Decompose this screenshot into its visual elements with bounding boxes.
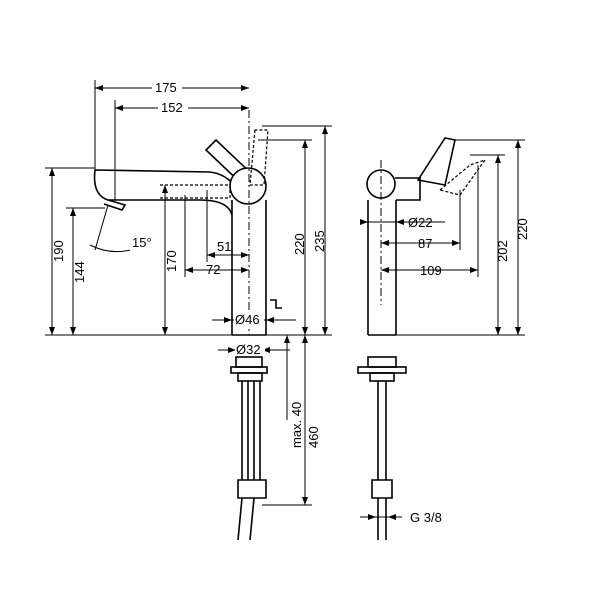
dim-460-label: 460 (306, 426, 321, 448)
arrow (228, 347, 236, 353)
arrow (495, 327, 501, 335)
arrow (515, 140, 521, 148)
dim-152-label: 152 (161, 100, 183, 115)
arrow (266, 317, 274, 323)
arrow (241, 85, 249, 91)
front-view: Ø22 87 109 202 220 G 3/8 (357, 137, 530, 540)
dim-202-label: 202 (495, 240, 510, 262)
angle-line (94, 204, 109, 251)
label-bg (235, 342, 265, 356)
arrow (162, 327, 168, 335)
arrow (360, 219, 368, 225)
arrow (368, 514, 376, 520)
arrow (262, 347, 270, 353)
arrow (70, 208, 76, 216)
lever-open-position (249, 129, 269, 186)
arrow (396, 219, 404, 225)
dim-190-label: 190 (51, 240, 66, 262)
arrow (241, 105, 249, 111)
mounting-nut (235, 356, 263, 368)
supply-hoses (241, 381, 261, 480)
arrow (302, 140, 308, 148)
front-mounting-washer (357, 366, 407, 374)
front-hose-ends (377, 498, 387, 540)
arrow (207, 252, 215, 258)
arrow (388, 514, 396, 520)
dim-72-label: 72 (206, 262, 220, 277)
faucet-body (231, 200, 267, 335)
arrow (381, 240, 389, 246)
arrow (322, 327, 328, 335)
arrow (115, 105, 123, 111)
hose-fittings (237, 479, 267, 499)
lever-alt-position (160, 184, 231, 199)
front-lever-open (438, 158, 487, 196)
arrow (302, 335, 308, 343)
dim-51-label: 51 (217, 239, 231, 254)
dim-144-label: 144 (72, 261, 87, 283)
angle-arc (89, 244, 131, 253)
dim-109-label: 109 (420, 263, 442, 278)
arrow (224, 317, 232, 323)
arrow (470, 267, 478, 273)
front-mounting-bracket (369, 372, 395, 382)
front-hoses (377, 381, 387, 480)
dim-d22-label: Ø22 (408, 215, 433, 230)
arrow (241, 267, 249, 273)
arrow (452, 240, 460, 246)
arrow (162, 185, 168, 193)
dim-220l-label: 220 (292, 233, 307, 255)
lever-hub (229, 167, 267, 205)
arrow (185, 267, 193, 273)
arrow (49, 168, 55, 176)
dim-170-label: 170 (164, 250, 179, 272)
arrow (302, 327, 308, 335)
front-hose-fittings (371, 479, 393, 499)
angle-label: 15° (132, 235, 152, 250)
dim-175-label: 175 (155, 80, 177, 95)
dim-d32-label: Ø32 (236, 342, 261, 357)
dim-87-label: 87 (418, 236, 432, 251)
arrow (381, 267, 389, 273)
drain-rod (270, 299, 282, 309)
dim-235-label: 235 (312, 230, 327, 252)
dim-thread-label: G 3/8 (410, 510, 442, 525)
front-lever (416, 137, 456, 186)
mounting-bracket (237, 372, 263, 382)
dim-d46-label: Ø46 (235, 312, 260, 327)
label-bg (152, 80, 182, 94)
front-mounting-nut (367, 356, 397, 368)
arrow (515, 327, 521, 335)
arrow (49, 327, 55, 335)
arrow (241, 252, 249, 258)
label-bg (158, 100, 188, 114)
spout-outlet (103, 199, 127, 211)
arrow (322, 126, 328, 134)
mounting-washer (230, 366, 268, 374)
label-bg (234, 312, 264, 326)
arrow (95, 85, 103, 91)
dim-max40-label: max. 40 (289, 402, 304, 448)
front-lever-base (395, 177, 421, 201)
arrow (284, 335, 290, 343)
dim-220r-label: 220 (515, 218, 530, 240)
arrow (302, 497, 308, 505)
hose-ends (237, 497, 255, 541)
arrow (70, 327, 76, 335)
arrow (495, 155, 501, 163)
side-view: 175 152 190 144 15° 170 5 (45, 80, 332, 541)
front-body (367, 200, 397, 336)
